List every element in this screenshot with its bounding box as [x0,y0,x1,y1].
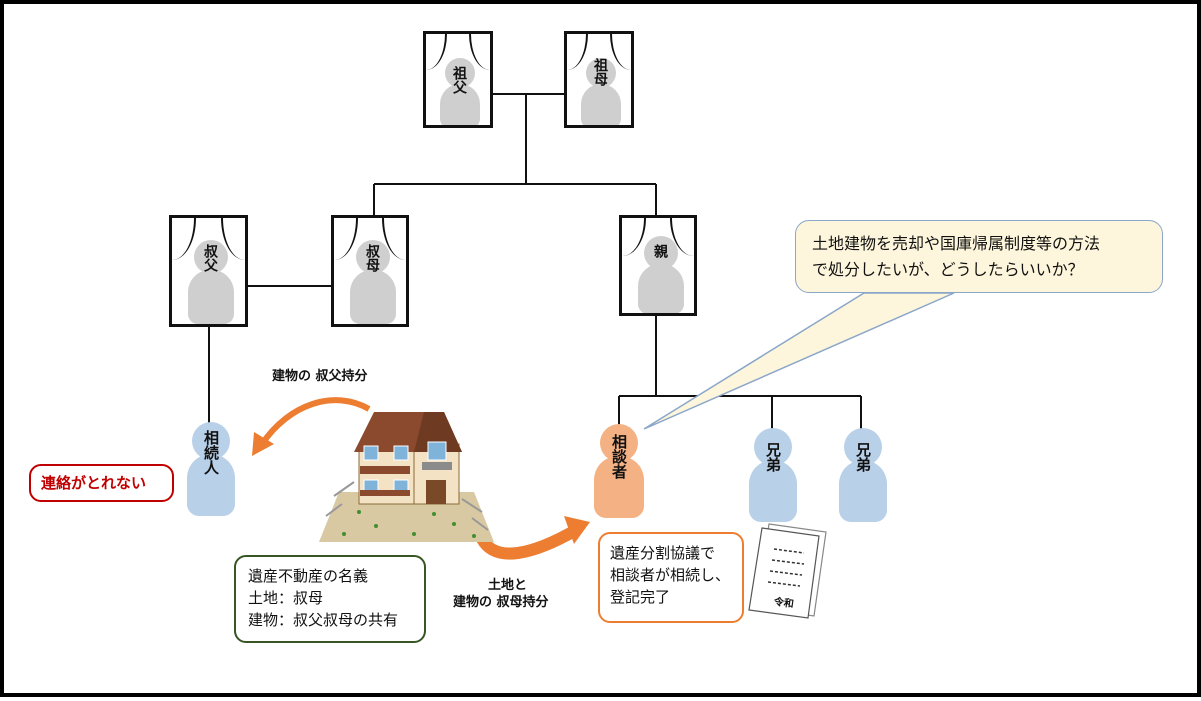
house-illustration [319,412,494,542]
arrow-to-heir-head [252,432,274,456]
connector-lines [208,93,955,619]
brother2-label: 兄弟 [854,442,872,472]
speech-tail [643,292,955,430]
brother1-figure: 兄弟 [749,428,797,524]
brother1-label: 兄弟 [764,442,782,472]
document-stamp: 令和 [773,596,795,611]
document-icon [748,523,827,619]
uncle-portrait: 叔父 [169,215,248,327]
division-line-1: 遺産分割協議で [610,544,716,562]
building-uncle-share-label: 建物の 叔父持分 [272,369,368,384]
parent-label: 親 [652,244,668,258]
title-line-2: 土地：叔母 [248,589,324,607]
consultant-figure: 相談者 [594,424,644,520]
land-and-label: 土地と [488,578,528,593]
division-box: 遺産分割協議で 相談者が相続し、 登記完了 [598,532,744,623]
title-line-3: 建物：叔父叔母の共有 [248,611,399,629]
unreachable-text: 連絡がとれない [41,474,147,492]
consultant-label: 相談者 [610,434,628,479]
brother2-figure: 兄弟 [839,428,887,524]
parent-portrait: 親 [619,215,697,316]
uncle-label: 叔父 [202,244,218,272]
grandfather-label: 祖父 [451,66,467,94]
aunt-label: 叔母 [364,244,380,272]
division-line-2: 相談者が相続し、 [610,566,731,584]
unreachable-box: 連絡がとれない [29,464,174,502]
consultant-speech-bubble: 土地建物を売却や国庫帰属制度等の方法 で処分したいが、どうしたらいいか？ [795,220,1163,293]
building-aunt-share-label: 建物の 叔母持分 [453,595,549,610]
heir-figure: 相続人 [187,422,235,518]
grandmother-label: 祖母 [592,58,608,86]
arrow-to-consultant-head [564,516,590,544]
grandfather-portrait: 祖父 [423,31,493,128]
speech-line-1: 土地建物を売却や国庫帰属制度等の方法 [812,234,1101,253]
title-holder-box: 遺産不動産の名義 土地：叔母 建物：叔父叔母の共有 [234,555,426,643]
division-line-3: 登記完了 [610,588,671,606]
arrow-to-consultant [476,524,582,560]
grandmother-portrait: 祖母 [564,31,634,128]
speech-line-2: で処分したいが、どうしたらいいか？ [812,260,1084,279]
title-line-1: 遺産不動産の名義 [248,567,369,585]
aunt-portrait: 叔母 [331,215,409,327]
arrow-to-heir [259,397,371,446]
heir-label: 相続人 [202,430,220,475]
